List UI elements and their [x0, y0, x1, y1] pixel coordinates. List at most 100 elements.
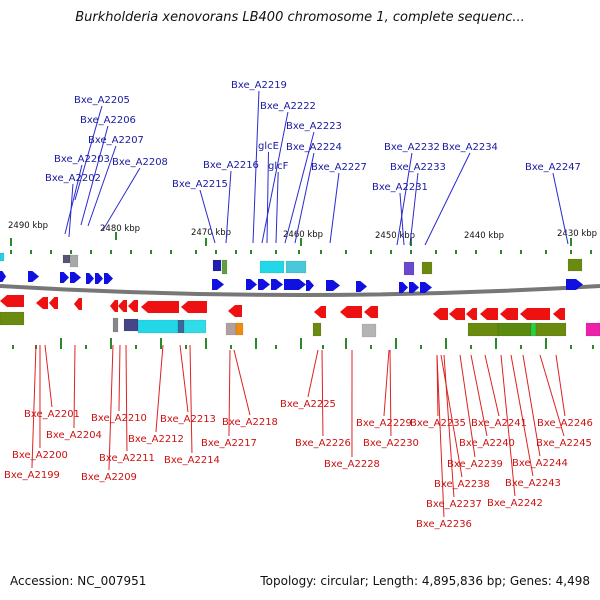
gene-label-top: glcE — [258, 141, 279, 152]
scale-tick-major — [410, 238, 412, 246]
scale-tick-major — [545, 338, 547, 345]
scale-tick — [235, 250, 237, 254]
leader-line — [424, 152, 471, 246]
scale-tick — [520, 250, 522, 254]
feature-block — [403, 261, 415, 276]
feature-block — [285, 260, 307, 274]
scale-tick — [195, 250, 197, 254]
leader-line — [261, 111, 289, 244]
scale-tick — [60, 345, 62, 349]
leader-line — [102, 167, 141, 231]
gene-arrow-reverse — [480, 308, 498, 320]
scale-tick — [445, 345, 447, 349]
gene-arrow-reverse — [364, 306, 378, 318]
gene-arrow-forward — [95, 273, 103, 284]
scale-tick — [390, 250, 392, 254]
gene-label-top: Bxe_A2247 — [525, 162, 581, 173]
scale-label: 2480 kbp — [100, 224, 140, 234]
scale-tick-major — [110, 338, 112, 345]
gene-arrow-forward — [104, 273, 113, 284]
leader-line — [68, 183, 74, 238]
gene-label-bottom: Bxe_A2228 — [324, 459, 380, 470]
gene-arrow-forward — [284, 279, 306, 290]
scale-tick — [12, 345, 14, 349]
leader-line — [522, 354, 541, 457]
gene-label-bottom: Bxe_A2211 — [99, 453, 155, 464]
map-title: Burkholderia xenovorans LB400 chromosome… — [75, 10, 525, 25]
gene-arrow-reverse — [314, 306, 326, 318]
leader-line — [459, 354, 476, 458]
gene-label-bottom: Bxe_A2241 — [471, 418, 527, 429]
scale-tick — [420, 345, 422, 349]
gene-label-bottom: Bxe_A2204 — [46, 430, 102, 441]
leader-line — [329, 172, 340, 244]
gene-arrow-forward — [399, 282, 408, 293]
gene-arrow-reverse — [49, 297, 58, 309]
gene-label-top: Bxe_A2223 — [286, 121, 342, 132]
leader-line — [199, 189, 216, 244]
accession-text: Accession: NC_007951 — [10, 574, 147, 588]
scale-tick — [590, 250, 592, 254]
scale-tick — [255, 345, 257, 349]
gene-label-bottom: Bxe_A2246 — [537, 418, 593, 429]
leader-line — [409, 172, 419, 246]
scale-tick-major — [345, 338, 347, 345]
leader-line — [307, 349, 319, 398]
feature-block — [0, 252, 5, 262]
gene-label-top: Bxe_A2227 — [311, 162, 367, 173]
scale-tick — [435, 250, 437, 254]
leader-line — [31, 344, 37, 469]
feature-block — [69, 254, 79, 268]
scale-tick — [50, 250, 52, 254]
gene-arrow-forward — [306, 280, 314, 291]
feature-block — [62, 254, 71, 264]
gene-arrow-reverse — [128, 300, 138, 312]
feature-block — [123, 318, 139, 332]
feature-block — [567, 258, 583, 272]
scale-tick — [570, 345, 572, 349]
gene-label-top: glcF — [268, 161, 289, 172]
gene-arrow-reverse — [466, 308, 477, 320]
scale-label: 2430 kbp — [557, 229, 597, 239]
scale-tick — [160, 345, 162, 349]
feature-block — [212, 259, 222, 272]
scale-tick — [230, 345, 232, 349]
feature-block — [221, 259, 228, 275]
gene-label-bottom: Bxe_A2245 — [536, 438, 592, 449]
feature-block — [361, 323, 377, 338]
gene-label-bottom: Bxe_A2235 — [410, 418, 466, 429]
scale-tick-major — [495, 338, 497, 345]
gene-arrow-forward — [420, 282, 432, 293]
leader-line — [108, 344, 114, 471]
gene-arrow-forward — [326, 280, 340, 291]
gene-label-top: Bxe_A2231 — [372, 182, 428, 193]
gene-label-top: Bxe_A2203 — [54, 154, 110, 165]
gene-label-top: Bxe_A2216 — [203, 160, 259, 171]
gene-label-bottom: Bxe_A2213 — [160, 414, 216, 425]
gene-arrow-forward — [246, 279, 257, 290]
leader-line — [252, 90, 260, 244]
scale-tick — [215, 250, 217, 254]
gene-arrow-forward — [70, 272, 81, 283]
leader-line — [470, 354, 488, 437]
gene-label-bottom: Bxe_A2238 — [434, 479, 490, 490]
scale-label: 2440 kbp — [464, 231, 504, 241]
gene-arrow-forward — [28, 271, 39, 282]
gene-label-top: Bxe_A2233 — [390, 162, 446, 173]
scale-label: 2460 kbp — [283, 230, 323, 240]
leader-line — [383, 349, 390, 417]
scale-tick — [410, 250, 412, 254]
leader-line — [74, 105, 103, 201]
gene-label-bottom: Bxe_A2199 — [4, 470, 60, 481]
feature-block — [183, 319, 207, 334]
gene-label-top: Bxe_A2215 — [172, 179, 228, 190]
feature-block — [259, 260, 285, 274]
gene-label-bottom: Bxe_A2230 — [363, 438, 419, 449]
leader-line — [275, 171, 279, 244]
gene-label-top: Bxe_A2202 — [45, 173, 101, 184]
scale-tick — [10, 250, 12, 254]
feature-block — [137, 319, 179, 334]
feature-block — [467, 322, 499, 337]
leader-line — [396, 152, 413, 246]
gene-label-bottom: Bxe_A2209 — [81, 472, 137, 483]
